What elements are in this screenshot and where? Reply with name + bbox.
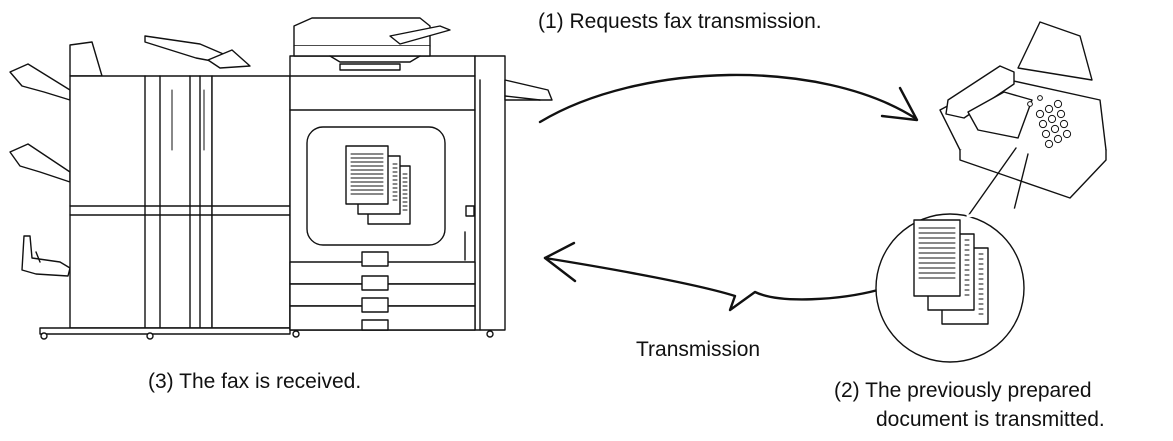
multifunction-machine-icon bbox=[9, 17, 553, 340]
transmission-label: Transmission bbox=[636, 338, 761, 361]
step2-label-line2: document is transmitted. bbox=[876, 408, 1105, 431]
step2-label-line1: (2) The previously prepared bbox=[834, 379, 1092, 402]
transmission-arrow bbox=[543, 241, 880, 312]
step3-label: (3) The fax is received. bbox=[148, 370, 362, 393]
received-documents-icon bbox=[345, 145, 411, 225]
fax-machine-icon bbox=[939, 21, 1107, 199]
step1-label: (1) Requests fax transmission. bbox=[538, 10, 822, 33]
prepared-documents-icon bbox=[913, 219, 989, 325]
request-arrow bbox=[538, 73, 919, 124]
